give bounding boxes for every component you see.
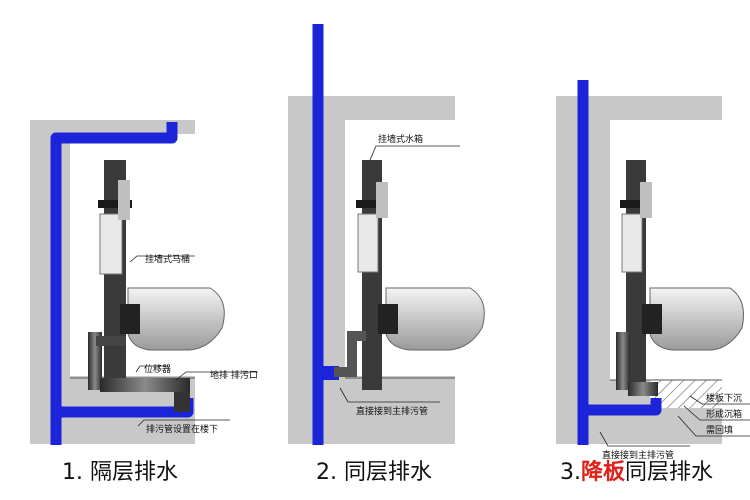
panel-1: 挂墙式马桶 位移器 地排 排污口 排污管设置在楼下 bbox=[30, 120, 258, 445]
caption-3-num: 3. bbox=[560, 460, 581, 485]
caption-2-num: 2. bbox=[316, 460, 337, 485]
panel-2: 挂墙式水箱 直接接到主排污管 bbox=[288, 24, 485, 445]
label-floor-drain: 地排 排污口 bbox=[210, 369, 258, 381]
caption-2: 2. 同层排水 bbox=[316, 454, 432, 486]
caption-1-text: 隔层排水 bbox=[90, 460, 179, 485]
panel-3: 楼板下沉 形成沉箱 需回填 直接接到主排污管 bbox=[556, 80, 750, 461]
caption-2-text: 同层排水 bbox=[344, 460, 433, 485]
caption-1: 1. 隔层排水 bbox=[62, 454, 178, 486]
blue-pipe-3 bbox=[577, 80, 662, 445]
sunken-pit bbox=[650, 380, 722, 408]
wall-3 bbox=[556, 96, 722, 444]
label-direct-3: 直接接到主排污管 bbox=[602, 449, 674, 461]
toilet-bowl-3 bbox=[649, 287, 744, 351]
label-tank: 挂墙式水箱 bbox=[378, 133, 423, 145]
caption-3-highlight: 降板 bbox=[581, 460, 626, 485]
caption-1-num: 1. bbox=[62, 460, 83, 485]
toilet-bowl-2 bbox=[385, 287, 485, 351]
caption-3: 3.降板同层排水 bbox=[560, 454, 713, 486]
label-direct-2: 直接接到主排污管 bbox=[356, 405, 428, 417]
wall-2 bbox=[288, 96, 455, 444]
label-backfill: 需回填 bbox=[706, 424, 733, 436]
toilet-bowl-1 bbox=[127, 287, 225, 351]
label-shifter: 位移器 bbox=[144, 363, 171, 375]
caption-3-text: 同层排水 bbox=[625, 460, 714, 485]
label-sewer-below: 排污管设置在楼下 bbox=[146, 423, 218, 435]
label-slab: 楼板下沉 bbox=[706, 392, 742, 404]
label-pit: 形成沉箱 bbox=[706, 408, 742, 420]
label-toilet: 挂墙式马桶 bbox=[145, 253, 190, 265]
